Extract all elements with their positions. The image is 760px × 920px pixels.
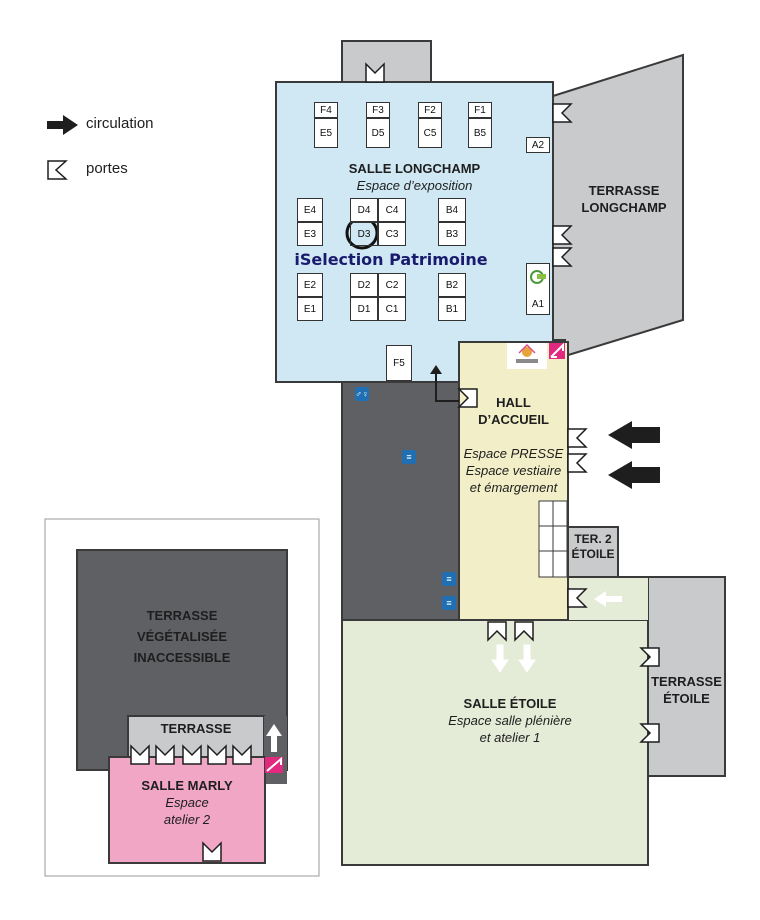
terrasse-vegetalisee-line3: INACCESSIBLE (133, 650, 231, 665)
stand-D3[interactable]: D3 (350, 222, 378, 246)
door-icon (639, 647, 660, 667)
stand-E3[interactable]: E3 (297, 222, 323, 246)
door-icon (552, 225, 573, 245)
toilet-icon: ≡ (442, 596, 456, 610)
stand-B1[interactable]: B1 (438, 297, 466, 321)
hall-sub1: Espace PRESSE (463, 446, 564, 461)
terrasse-etoile-line2: ÉTOILE (663, 691, 710, 706)
stand-C1[interactable]: C1 (378, 297, 406, 321)
invivo-logo-icon (507, 343, 547, 369)
salle-longchamp-subtitle: Espace d’exposition (356, 178, 473, 193)
stand-D2[interactable]: D2 (350, 273, 378, 297)
stand-F4[interactable]: F4 (314, 102, 338, 118)
exhibitor-logo-icon (529, 269, 547, 285)
salle-etoile-sub1: Espace salle plénière (448, 713, 572, 728)
door-icon (155, 744, 175, 765)
stand-A2[interactable]: A2 (526, 137, 550, 153)
ter2-etoile-line2: ÉTOILE (571, 547, 615, 561)
salle-marly-title: SALLE MARLY (141, 778, 233, 793)
door-icon (130, 744, 150, 765)
salle-marly-sub1: Espace (165, 795, 209, 810)
legend-circulation-label: circulation (86, 115, 154, 132)
cloakroom-icon: ≡ (402, 450, 416, 464)
stand-F1[interactable]: F1 (468, 102, 492, 118)
door-icon (207, 744, 227, 765)
terrasse-small-title: TERRASSE (160, 721, 232, 736)
left-arrow-etoile (594, 591, 622, 607)
stand-E2[interactable]: E2 (297, 273, 323, 297)
down-arrow-1 (491, 644, 509, 673)
salle-marly-sub2: atelier 2 (163, 812, 211, 827)
door-icon (232, 744, 252, 765)
door-icon (365, 62, 385, 83)
stand-E5[interactable]: E5 (314, 118, 338, 148)
door-icon (487, 621, 507, 642)
door-icon (567, 588, 588, 608)
terrasse-longchamp-line2: LONGCHAMP (581, 200, 667, 215)
stand-C5[interactable]: C5 (418, 118, 442, 148)
top-annex (341, 40, 432, 84)
salle-marly-area (108, 756, 266, 864)
stand-C3[interactable]: C3 (378, 222, 406, 246)
entry-arrow-2 (608, 461, 660, 489)
stand-F5[interactable]: F5 (386, 345, 412, 381)
stand-B2[interactable]: B2 (438, 273, 466, 297)
stand-C2[interactable]: C2 (378, 273, 406, 297)
terrasse-vegetalisee-line1: TERRASSE (146, 608, 218, 623)
stand-F3[interactable]: F3 (366, 102, 390, 118)
hall-sub2: Espace vestiaire (465, 463, 562, 478)
stand-D4[interactable]: D4 (350, 198, 378, 222)
door-icon (514, 621, 534, 642)
toilet-icon: ≡ (442, 572, 456, 586)
stand-F2[interactable]: F2 (418, 102, 442, 118)
corridor-area (341, 381, 460, 621)
terrasse-longchamp-line1: TERRASSE (588, 183, 660, 198)
salle-etoile-title: SALLE ÉTOILE (463, 696, 557, 711)
legend-doors-label: portes (86, 160, 128, 177)
up-arrow-marly (266, 724, 282, 752)
stand-A1-label: A1 (531, 299, 545, 310)
salle-etoile-sub2: et atelier 1 (479, 730, 541, 745)
salle-longchamp-title: SALLE LONGCHAMP (348, 161, 481, 176)
door-icon (552, 103, 573, 123)
stand-E1[interactable]: E1 (297, 297, 323, 321)
stand-B3[interactable]: B3 (438, 222, 466, 246)
terrasse-vegetalisee-line2: VÉGÉTALISÉE (136, 629, 228, 644)
hall-title-line1: HALL (496, 395, 531, 410)
hall-sub3: et émargement (469, 480, 558, 495)
door-icon (567, 428, 588, 448)
toilet-icon: ♂♀ (355, 387, 369, 401)
highlight-exhibitor-label: iSelection Patrimoine (294, 250, 488, 269)
stand-B5[interactable]: B5 (468, 118, 492, 148)
hall-title-line2: D’ACCUEIL (478, 412, 549, 427)
stand-A1[interactable]: A1 (526, 263, 550, 315)
door-icon (639, 723, 660, 743)
stand-B4[interactable]: B4 (438, 198, 466, 222)
stand-E4[interactable]: E4 (297, 198, 323, 222)
legend-door-icon (47, 160, 68, 180)
stand-C4[interactable]: C4 (378, 198, 406, 222)
entry-arrow-1 (608, 421, 660, 449)
door-icon (457, 388, 478, 408)
door-icon (202, 841, 222, 862)
stand-D5[interactable]: D5 (366, 118, 390, 148)
door-icon (567, 453, 588, 473)
stand-D1[interactable]: D1 (350, 297, 378, 321)
door-icon (552, 247, 573, 267)
entry-path-arrow (435, 372, 459, 402)
ter2-etoile-line1: TER. 2 (574, 532, 612, 546)
legend-arrow-icon (47, 115, 78, 135)
terrasse-etoile-area (647, 576, 726, 777)
door-icon (182, 744, 202, 765)
down-arrow-2 (518, 644, 536, 673)
terrasse-etoile-line1: TERRASSE (651, 674, 722, 689)
